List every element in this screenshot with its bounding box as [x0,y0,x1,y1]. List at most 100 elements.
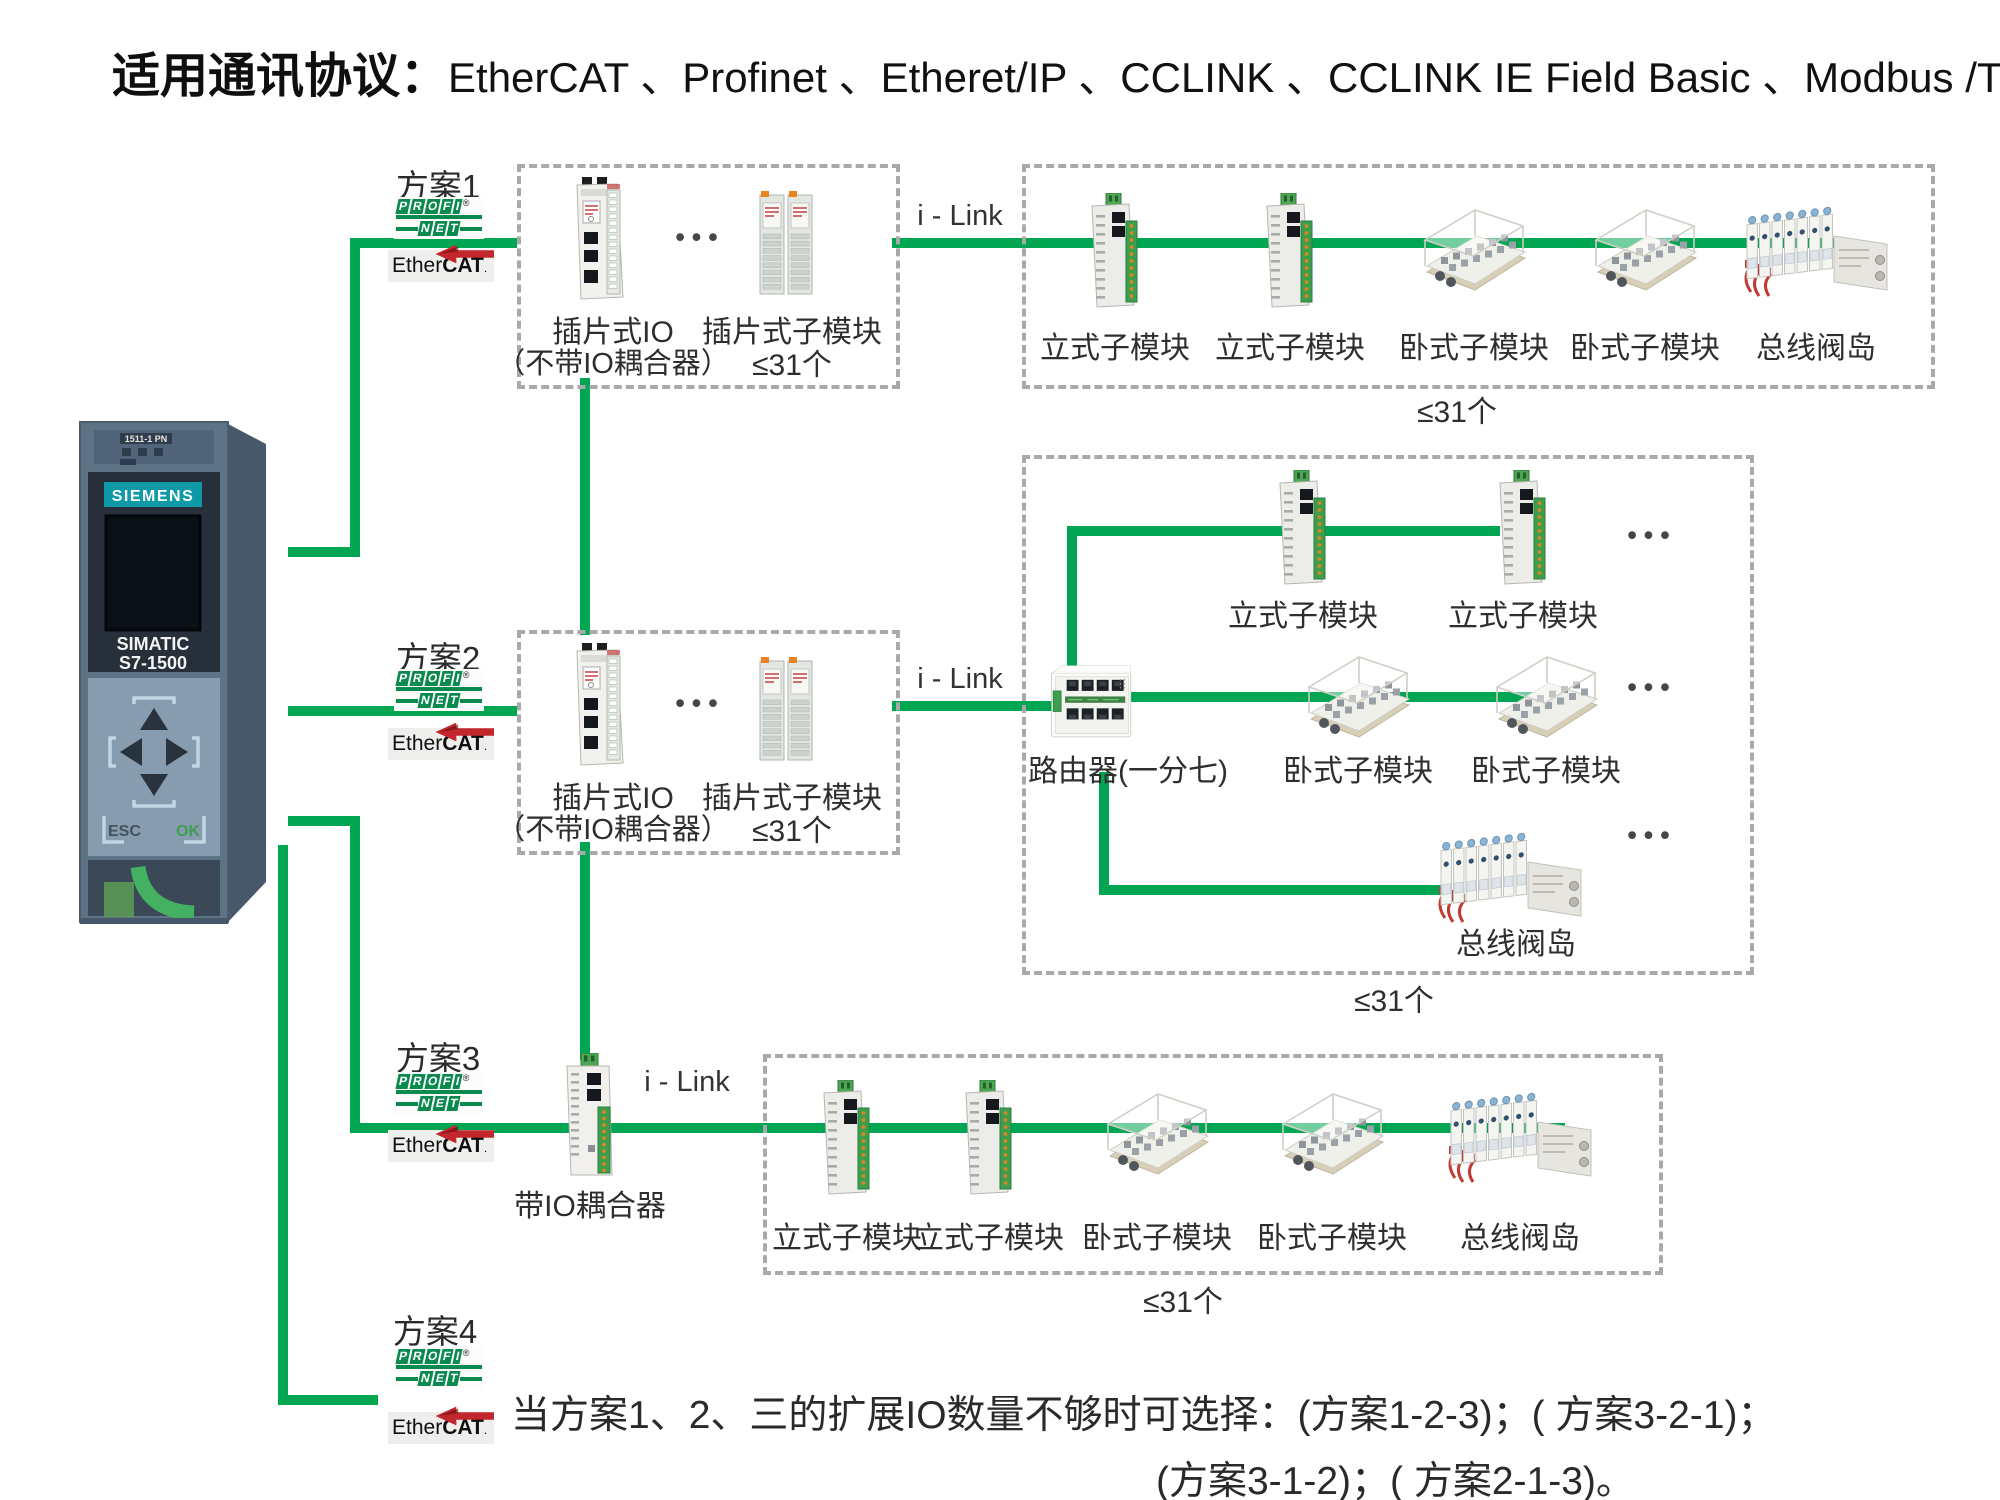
vertical-submodule-image [1273,470,1333,585]
page-title: 适用通讯协议：EtherCAT 、Profinet 、Etheret/IP 、C… [112,36,2000,106]
slice-io-module-image [570,176,636,301]
scheme4-label: 方案4 [392,1313,478,1350]
scheme1-chain-box [1022,164,1935,389]
bus-valve-island-label: 总线阀岛 [1456,928,1576,961]
ellipsis-dots: ••• [1627,672,1677,702]
horizontal-submodule-label: 卧式子模块 [1082,1222,1232,1255]
ethercat-logo: EtherCAT. [388,722,494,760]
green-cable-line [278,1395,378,1405]
green-cable-line [350,816,360,1133]
green-cable-line [288,547,358,557]
scheme2-slice-io-box [517,630,900,855]
vertical-submodule-image [1493,470,1553,585]
bus-valve-island-label: 总线阀岛 [1756,332,1876,365]
green-cable-line [350,238,517,248]
ethercat-arrow-icon [435,722,494,742]
green-cable-line [580,378,590,635]
green-cable-line [1099,772,1109,895]
ethercat-logo: EtherCAT. [388,1124,494,1162]
slice-io-module-image [570,642,636,767]
scheme1-slice-io-box [517,164,900,389]
ethercat-dot: . [483,1141,488,1155]
siemens-s7-1500-plc-image: 1511-1 PN SIEMENS SIMATIC S7-1500 ESC OK [78,412,270,944]
registered-mark-icon: ® [462,670,470,680]
ethercat-dot: . [483,739,488,753]
bus-valve-island-image [1431,826,1589,926]
slice-submodule-image [754,656,818,764]
green-cable-line [278,845,288,1405]
note-line2: (方案3-1-2)；( 方案2-1-3)。 [1156,1460,1635,1500]
scheme3-chain-box [763,1054,1663,1275]
vertical-submodule-image [1260,193,1320,308]
ethercat-text: Ether [392,1134,443,1157]
green-cable-line [350,238,360,557]
ethercat-arrow-icon [435,1406,494,1426]
vertical-submodule-label: 立式子模块 [1448,600,1598,633]
horizontal-submodule-label: 卧式子模块 [1257,1222,1407,1255]
horizontal-submodule-label: 卧式子模块 [1399,332,1549,365]
limit-31-label: ≤31个 [1417,396,1497,429]
svg-text:ESC: ESC [108,823,141,840]
green-cable-line [288,816,358,826]
vertical-submodule-label: 立式子模块 [772,1222,922,1255]
slice-submodule-image [754,190,818,298]
scheme3-label: 方案3 [395,1040,481,1077]
svg-text:S7-1500: S7-1500 [119,653,187,673]
ethercat-dot: . [483,261,488,275]
slice-io-label: 插片式IO [552,782,674,815]
green-cable-line [350,1123,1565,1133]
note-line1: 当方案1、2、三的扩展IO数量不够时可选择：(方案1-2-3)；( 方案3-2-… [511,1394,1777,1437]
svg-text:OK: OK [176,823,200,840]
ellipsis-dots: ••• [1627,820,1677,850]
scheme2-router-box [1022,455,1754,975]
ellipsis-dots: ••• [675,688,725,718]
ilink-label: i - Link [644,1066,730,1098]
ethercat-text: Ether [392,1416,443,1439]
bus-valve-island-image [1737,200,1895,300]
slice-submodule-label: 插片式子模块 [702,782,882,815]
ethercat-text: Ether [392,732,443,755]
svg-text:SIMATIC: SIMATIC [117,634,190,654]
limit-31-label: ≤31个 [1354,985,1434,1018]
vertical-submodule-label: 立式子模块 [1215,332,1365,365]
vertical-submodule-image [817,1080,877,1195]
router-image [1048,664,1136,740]
ethercat-text: Ether [392,254,443,277]
limit-31-label: ≤31个 [1143,1286,1223,1319]
ilink-label: i - Link [917,200,1003,232]
io-coupler-label: 带IO耦合器 [514,1190,666,1223]
registered-mark-icon: ® [462,1348,470,1358]
slice-io-label: 插片式IO [552,316,674,349]
ellipsis-dots: ••• [675,222,725,252]
horizontal-submodule-image [1098,1092,1216,1187]
title-prefix: 适用通讯协议： [112,50,449,103]
green-cable-line [1099,885,1450,895]
ethercat-arrow-icon [435,244,494,264]
slice-io-sublabel: （不带IO耦合器） [496,348,730,380]
green-cable-line [892,701,1062,711]
horizontal-submodule-image [1415,208,1533,303]
horizontal-submodule-image [1299,655,1417,750]
green-cable-line [580,842,590,1060]
svg-text:1511-1 PN: 1511-1 PN [125,434,168,444]
vertical-submodule-label: 立式子模块 [1040,332,1190,365]
green-cable-line [892,238,1845,248]
horizontal-submodule-label: 卧式子模块 [1570,332,1720,365]
bus-valve-island-image [1441,1086,1599,1186]
slice-submodule-count: ≤31个 [752,815,832,848]
router-label: 路由器(一分七) [1028,755,1228,788]
ethercat-arrow-icon [435,1124,494,1144]
io-coupler-image [558,1053,622,1178]
vertical-submodule-label: 立式子模块 [914,1222,1064,1255]
ethercat-logo: EtherCAT. [388,1406,494,1444]
bus-valve-island-label: 总线阀岛 [1460,1222,1580,1255]
